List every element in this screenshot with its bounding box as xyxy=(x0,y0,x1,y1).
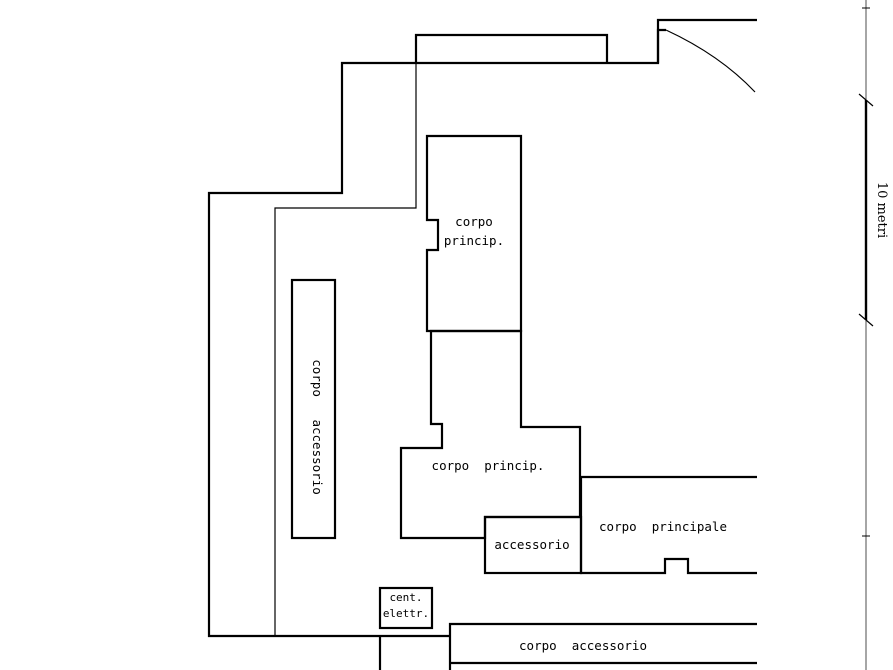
scale-bar-label: 10 metri xyxy=(874,182,889,238)
label-cent-elettr-2: elettr. xyxy=(383,607,429,620)
door-jamb xyxy=(656,28,666,63)
cent-elettr-box xyxy=(378,586,434,630)
label-corpo-princip-top-1: corpo xyxy=(455,214,493,229)
label-corpo-princip-top-2: princip. xyxy=(444,233,504,248)
corpo-princip-mid xyxy=(399,329,582,540)
corpo-princip-top xyxy=(425,134,523,333)
outer-boundary xyxy=(207,18,757,638)
label-corpo-accessorio-vertical: corpo accessorio xyxy=(310,359,325,494)
corpo-accessorio-vertical xyxy=(290,278,337,540)
label-corpo-principale: corpo principale xyxy=(599,519,727,534)
label-accessorio: accessorio xyxy=(494,537,569,552)
scale-tick-top xyxy=(858,93,874,107)
corpo-accessorio-bottom xyxy=(448,622,757,670)
scale-tick-bottom xyxy=(858,313,874,327)
scale-bar: 10 metri xyxy=(858,0,889,670)
top-box xyxy=(414,33,609,63)
inner-courtyard-line xyxy=(274,63,417,636)
label-cent-elettr-1: cent. xyxy=(389,591,422,604)
corpo-principale xyxy=(579,475,757,575)
label-corpo-princip-mid: corpo princip. xyxy=(432,458,545,473)
label-corpo-accessorio-bottom: corpo accessorio xyxy=(519,638,647,653)
door-swing-arc xyxy=(665,29,756,93)
